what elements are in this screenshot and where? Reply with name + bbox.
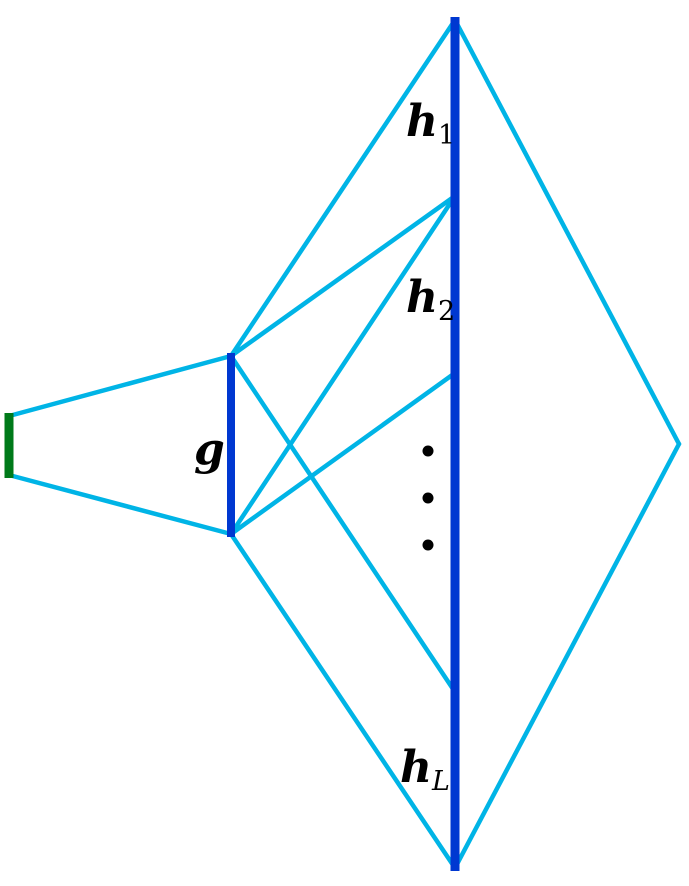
labels: g h1 h2 hL bbox=[194, 96, 455, 797]
ellipsis-dot bbox=[422, 445, 434, 457]
bars bbox=[4, 17, 460, 871]
edge-h-bottom-to-right-apex bbox=[452, 441, 682, 871]
edge-g-top-to-hL-start bbox=[228, 353, 458, 695]
edge-g-bottom-to-h-bottom bbox=[228, 531, 458, 871]
ellipsis-dot bbox=[422, 539, 434, 551]
edge-g-bottom-to-h2-end bbox=[228, 370, 458, 537]
edge-input-top-to-g-top bbox=[6, 353, 234, 419]
edges bbox=[6, 17, 682, 871]
edge-g-top-to-h1-end bbox=[228, 193, 458, 359]
edge-g-bottom-to-h1-end bbox=[228, 193, 458, 537]
label-h1: h1 bbox=[406, 96, 455, 151]
label-g: g bbox=[194, 424, 225, 475]
label-hL: hL bbox=[400, 742, 450, 797]
vertical-ellipsis bbox=[422, 445, 434, 551]
edge-h-top-to-right-apex bbox=[452, 17, 682, 447]
edge-g-top-to-h-top bbox=[228, 17, 458, 359]
edge-input-bottom-to-g-bottom bbox=[6, 472, 234, 537]
ellipsis-dot bbox=[422, 492, 434, 504]
label-h2: h2 bbox=[406, 272, 455, 327]
